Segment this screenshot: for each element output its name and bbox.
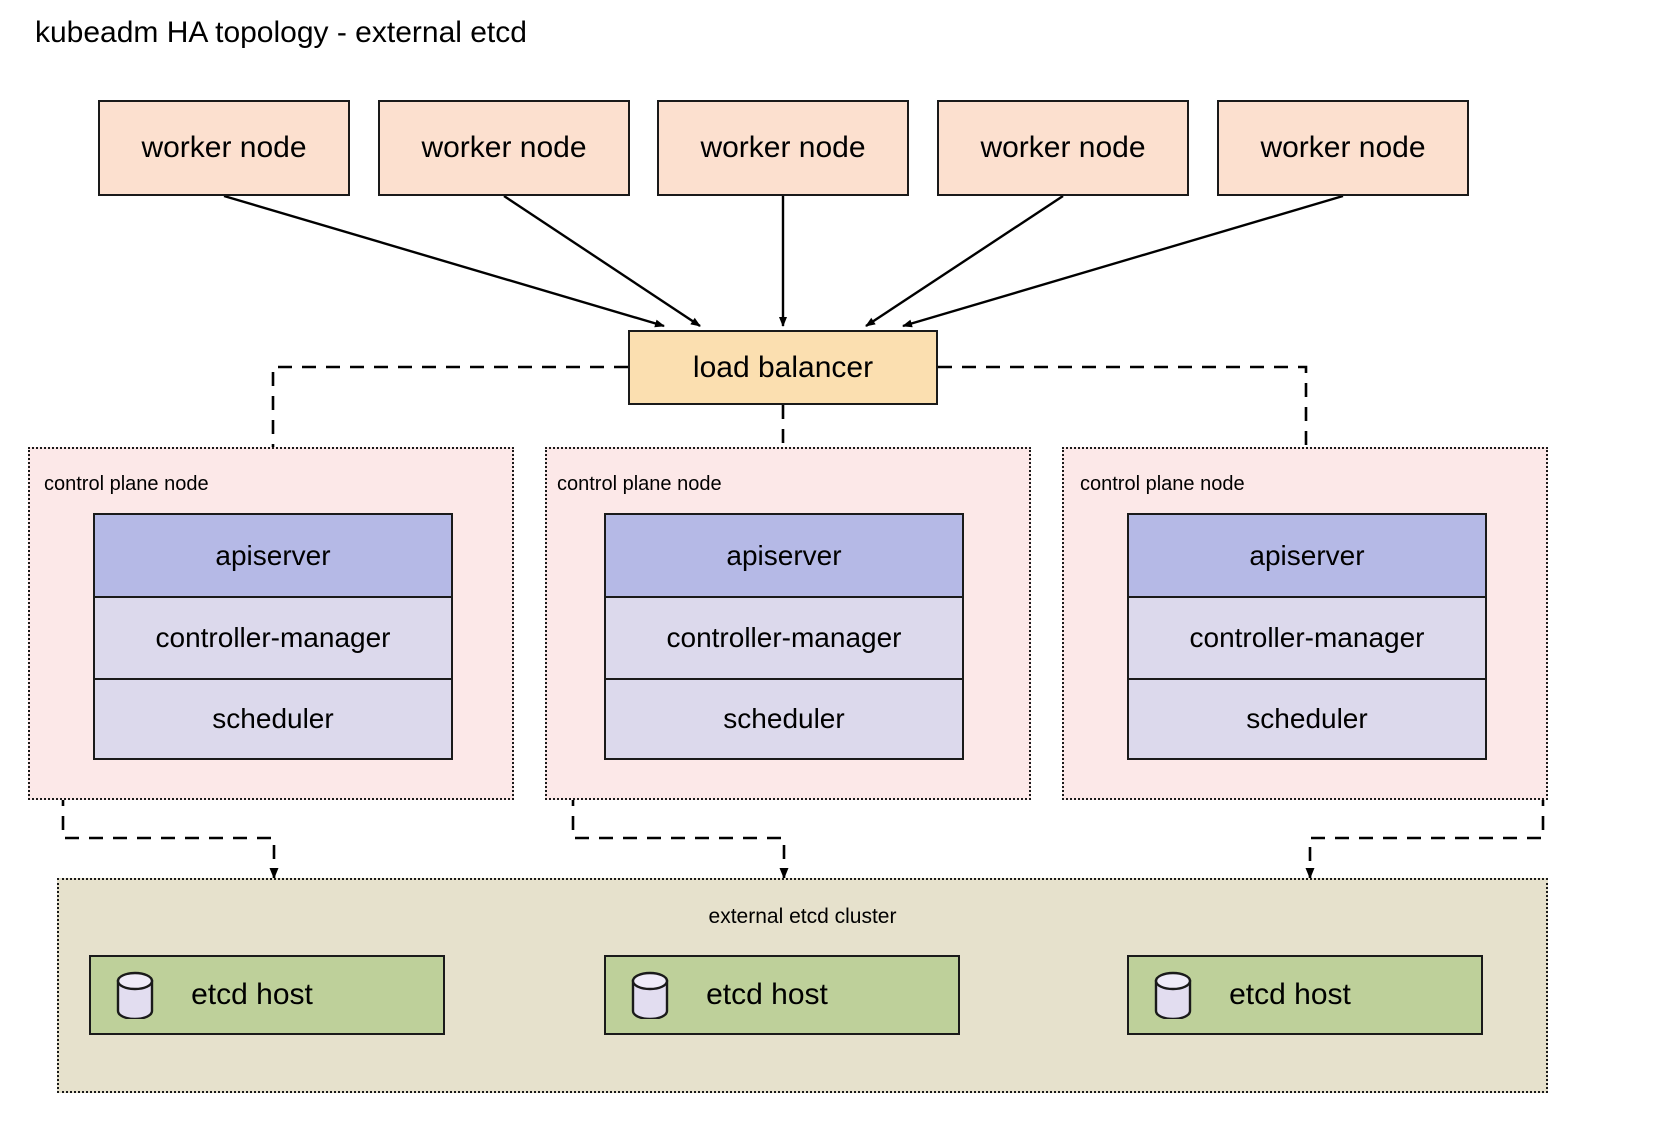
load-balancer-label: load balancer bbox=[692, 350, 874, 384]
edge-cp1-to-etcd bbox=[61, 552, 279, 879]
worker-node-label: worker node bbox=[700, 131, 866, 164]
scheduler-box[interactable]: scheduler bbox=[95, 680, 451, 758]
controller-manager-label: controller-manager bbox=[666, 622, 902, 653]
scheduler-label: scheduler bbox=[723, 703, 845, 734]
controller-manager-label: controller-manager bbox=[155, 622, 391, 653]
worker-node-label: worker node bbox=[980, 131, 1146, 164]
apiserver-box[interactable]: apiserver bbox=[95, 515, 451, 598]
scheduler-box[interactable]: scheduler bbox=[606, 680, 962, 758]
apiserver-box[interactable]: apiserver bbox=[606, 515, 962, 598]
scheduler-label: scheduler bbox=[1246, 703, 1368, 734]
worker-node-label: worker node bbox=[1260, 131, 1426, 164]
edge-worker4-to-lb bbox=[865, 194, 1064, 328]
control-plane-node-label: control plane node bbox=[1080, 473, 1245, 495]
worker-node-box[interactable]: worker node bbox=[657, 100, 909, 196]
edge-worker1-to-lb bbox=[223, 194, 665, 328]
controller-manager-box[interactable]: controller-manager bbox=[1129, 598, 1485, 680]
etcd-host-box[interactable]: etcd host bbox=[89, 955, 445, 1035]
database-cylinder-icon bbox=[630, 971, 670, 1021]
etcd-host-label: etcd host bbox=[191, 978, 313, 1011]
etcd-host-box[interactable]: etcd host bbox=[604, 955, 960, 1035]
apiserver-label: apiserver bbox=[726, 539, 842, 571]
edge-worker2-to-lb bbox=[503, 194, 701, 328]
scheduler-label: scheduler bbox=[212, 703, 334, 734]
external-etcd-cluster-label: external etcd cluster bbox=[708, 905, 897, 928]
etcd-host-label: etcd host bbox=[1229, 978, 1351, 1011]
control-plane-component-stack: apiserver controller-manager scheduler bbox=[604, 513, 964, 760]
worker-node-box[interactable]: worker node bbox=[378, 100, 630, 196]
edge-cp3-to-etcd bbox=[1305, 552, 1545, 879]
load-balancer-box[interactable]: load balancer bbox=[628, 330, 938, 405]
scheduler-box[interactable]: scheduler bbox=[1129, 680, 1485, 758]
worker-node-label: worker node bbox=[141, 131, 307, 164]
control-plane-node-label: control plane node bbox=[44, 473, 209, 495]
controller-manager-box[interactable]: controller-manager bbox=[606, 598, 962, 680]
etcd-host-box[interactable]: etcd host bbox=[1127, 955, 1483, 1035]
etcd-host-label: etcd host bbox=[706, 978, 828, 1011]
apiserver-label: apiserver bbox=[1249, 539, 1365, 571]
apiserver-label: apiserver bbox=[215, 539, 331, 571]
control-plane-component-stack: apiserver controller-manager scheduler bbox=[1127, 513, 1487, 760]
database-cylinder-icon bbox=[1153, 971, 1193, 1021]
edge-worker5-to-lb bbox=[902, 194, 1344, 328]
edge-cp2-to-etcd bbox=[571, 552, 789, 879]
worker-node-box[interactable]: worker node bbox=[98, 100, 350, 196]
apiserver-box[interactable]: apiserver bbox=[1129, 515, 1485, 598]
control-plane-node-label: control plane node bbox=[557, 473, 722, 495]
controller-manager-box[interactable]: controller-manager bbox=[95, 598, 451, 680]
worker-node-box[interactable]: worker node bbox=[1217, 100, 1469, 196]
page-title: kubeadm HA topology - external etcd bbox=[35, 16, 527, 49]
controller-manager-label: controller-manager bbox=[1189, 622, 1425, 653]
control-plane-component-stack: apiserver controller-manager scheduler bbox=[93, 513, 453, 760]
worker-node-label: worker node bbox=[421, 131, 587, 164]
worker-node-box[interactable]: worker node bbox=[937, 100, 1189, 196]
database-cylinder-icon bbox=[115, 971, 155, 1021]
